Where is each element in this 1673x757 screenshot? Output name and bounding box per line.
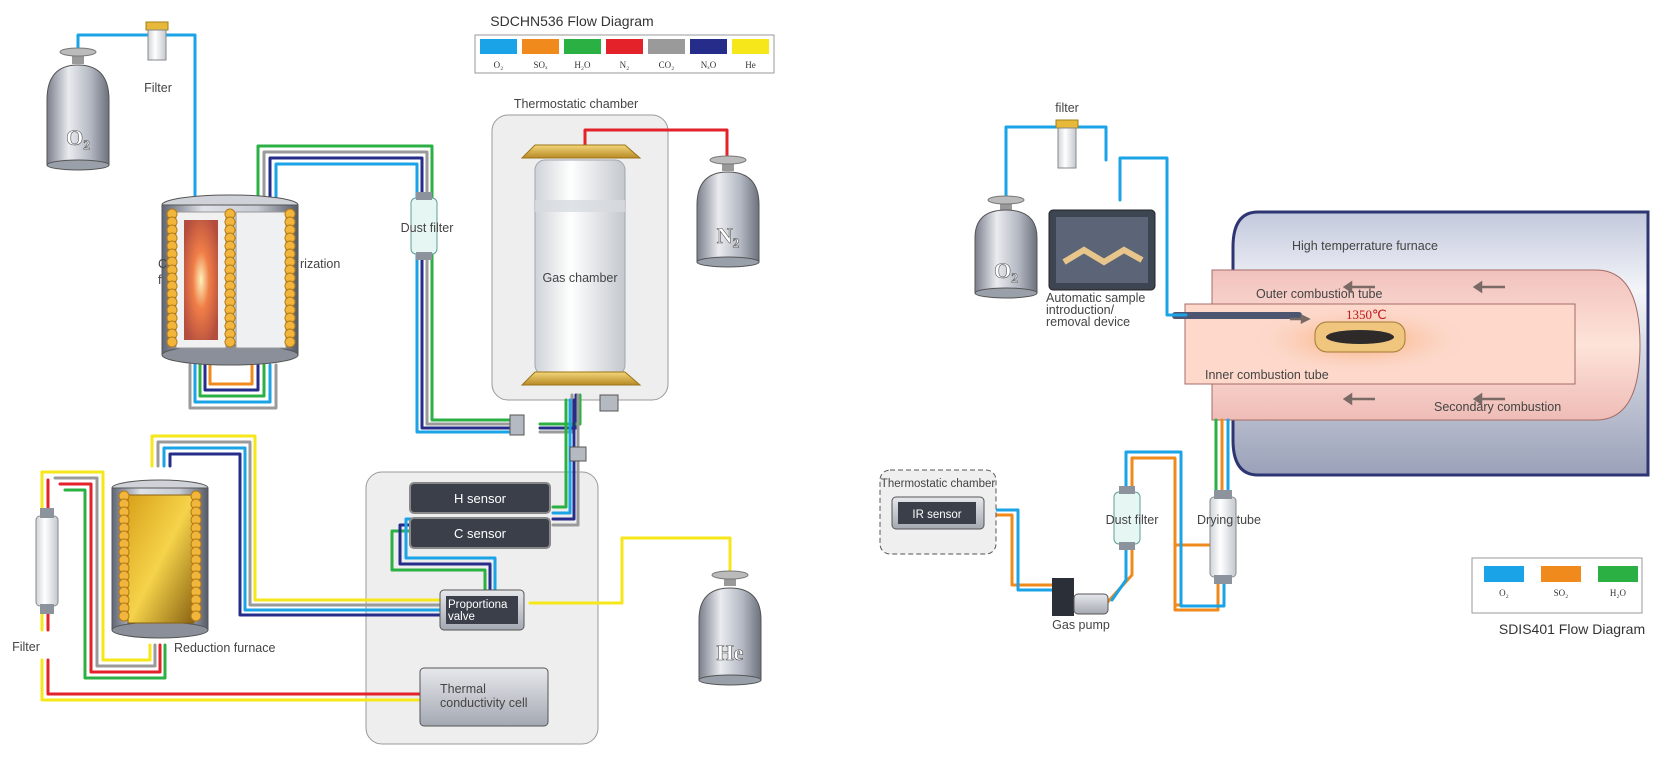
reduction-coils xyxy=(118,490,202,622)
c-sensor-label: C sensor xyxy=(454,526,507,541)
dust-filter-left: Dust filter xyxy=(401,192,454,260)
dust-filter-label: Dust filter xyxy=(401,221,454,235)
sdis401-diagram: High temperrature furnace Outer combusti… xyxy=(879,101,1650,637)
n2-tank-label: N₂ xyxy=(717,223,740,248)
thermostatic-chamber-right-label: Thermostatic chamber xyxy=(881,478,996,490)
he-tank-label: He xyxy=(717,640,744,665)
drying-tube: Drying tube xyxy=(1197,490,1261,584)
legend-label-o2: O₂ xyxy=(1499,588,1509,598)
high-temp-furnace-label: High temperrature furnace xyxy=(1292,239,1438,253)
secondary-combustion-label: Secondary combustion xyxy=(1434,400,1561,414)
filter-top-label: Filter xyxy=(144,81,172,95)
high-temperature-furnace: High temperrature furnace Outer combusti… xyxy=(1172,210,1650,477)
filter-left-label: Filter xyxy=(12,640,40,654)
drying-tube-label: Drying tube xyxy=(1197,513,1261,527)
legend-label-h2o: H₂O xyxy=(1610,588,1627,598)
sdis401-title: SDIS401 Flow Diagram xyxy=(1499,621,1645,637)
legend-label-he: He xyxy=(745,60,756,70)
he-tank: He xyxy=(698,570,762,686)
c-sensor: C sensor xyxy=(409,517,551,549)
reduction-furnace-label: Reduction furnace xyxy=(174,641,276,655)
legend-swatch-h2o xyxy=(564,39,601,54)
gas-chamber: Gas chamber xyxy=(509,144,642,462)
gas-pump: Gas pump xyxy=(1052,578,1110,632)
o2-tank-label: O₂ xyxy=(66,125,90,150)
legend-swatch-he xyxy=(732,39,769,54)
ir-sensor-label: IR sensor xyxy=(912,509,961,521)
gas-pump-label: Gas pump xyxy=(1052,618,1110,632)
legend-label-sox: SO₂ xyxy=(1554,588,1569,598)
n2-tank: N₂ xyxy=(696,155,760,268)
inner-tube-label: Inner combustion tube xyxy=(1205,368,1329,382)
dust-filter-right: Dust filter xyxy=(1106,486,1159,550)
temperature-label: 1350℃ xyxy=(1346,307,1387,322)
legend-label-h2o: H₂O xyxy=(574,60,591,70)
combustion-label-1: C xyxy=(158,257,167,271)
autosampler-label-2: introduction/ xyxy=(1046,303,1115,317)
autosampler-label-3: removal device xyxy=(1046,315,1130,329)
legend-swatch-co2 xyxy=(648,39,685,54)
combustion-furnace: C f rization xyxy=(158,194,340,366)
filter-top: Filter xyxy=(144,21,172,95)
autosampler: Automatic sample introduction/ removal d… xyxy=(1046,209,1156,329)
thermal-cell-label-1: Thermal xyxy=(440,682,486,696)
sdis401-legend: O₂ SO₂ H₂O xyxy=(1471,557,1643,614)
legend-swatch-nxo xyxy=(690,39,727,54)
thermostatic-chamber-label: Thermostatic chamber xyxy=(514,97,638,111)
legend-swatch-n2 xyxy=(606,39,643,54)
reduction-furnace: Reduction furnace xyxy=(111,479,276,655)
h-sensor: H sensor xyxy=(409,482,551,514)
legend-swatch-o2 xyxy=(1484,566,1524,582)
combustion-label-2: f xyxy=(158,273,162,287)
o2-tank-right: O₂ xyxy=(974,195,1038,299)
proportional-valve-label-1: Proportiona xyxy=(448,599,508,611)
heating-coils xyxy=(166,208,296,348)
proportional-valve: Proportiona valve xyxy=(439,589,525,631)
legend-swatch-h2o xyxy=(1598,566,1638,582)
proportional-valve-label-2: valve xyxy=(448,611,475,623)
legend-swatch-sox xyxy=(522,39,559,54)
filter-left: Filter xyxy=(12,508,59,654)
gas-chamber-label: Gas chamber xyxy=(542,271,617,285)
sdchn536-title: SDCHN536 Flow Diagram xyxy=(490,13,653,29)
o2-tank: O₂ xyxy=(46,47,110,171)
dust-filter-right-label: Dust filter xyxy=(1106,513,1159,527)
legend-label-n2: N₂ xyxy=(620,60,630,70)
thermal-conductivity-cell: Thermal conductivity cell xyxy=(419,667,549,727)
sdchn536-legend: O₂ SOₓ H₂O N₂ CO₂ NₓO He xyxy=(474,34,775,74)
legend-label-sox: SOₓ xyxy=(533,60,548,70)
o2-tank-right-label: O₂ xyxy=(994,258,1018,283)
thermal-cell-label-2: conductivity cell xyxy=(440,696,528,710)
purification-label: rization xyxy=(300,257,340,271)
legend-label-o2: O₂ xyxy=(494,60,504,70)
legend-label-nxo: NₓO xyxy=(701,60,717,70)
autosampler-label-1: Automatic sample xyxy=(1046,291,1145,305)
legend-swatch-o2 xyxy=(480,39,517,54)
thermostatic-chamber-right: Thermostatic chamber IR sensor xyxy=(879,469,997,555)
h-sensor-label: H sensor xyxy=(454,491,507,506)
legend-label-co2: CO₂ xyxy=(659,60,675,70)
filter-right: filter xyxy=(1055,101,1079,169)
legend-swatch-sox xyxy=(1541,566,1581,582)
sdchn536-pipes xyxy=(40,33,732,702)
gas-flow-arrows xyxy=(1290,280,1505,406)
outer-tube-label: Outer combustion tube xyxy=(1256,287,1383,301)
filter-right-label: filter xyxy=(1055,101,1079,115)
